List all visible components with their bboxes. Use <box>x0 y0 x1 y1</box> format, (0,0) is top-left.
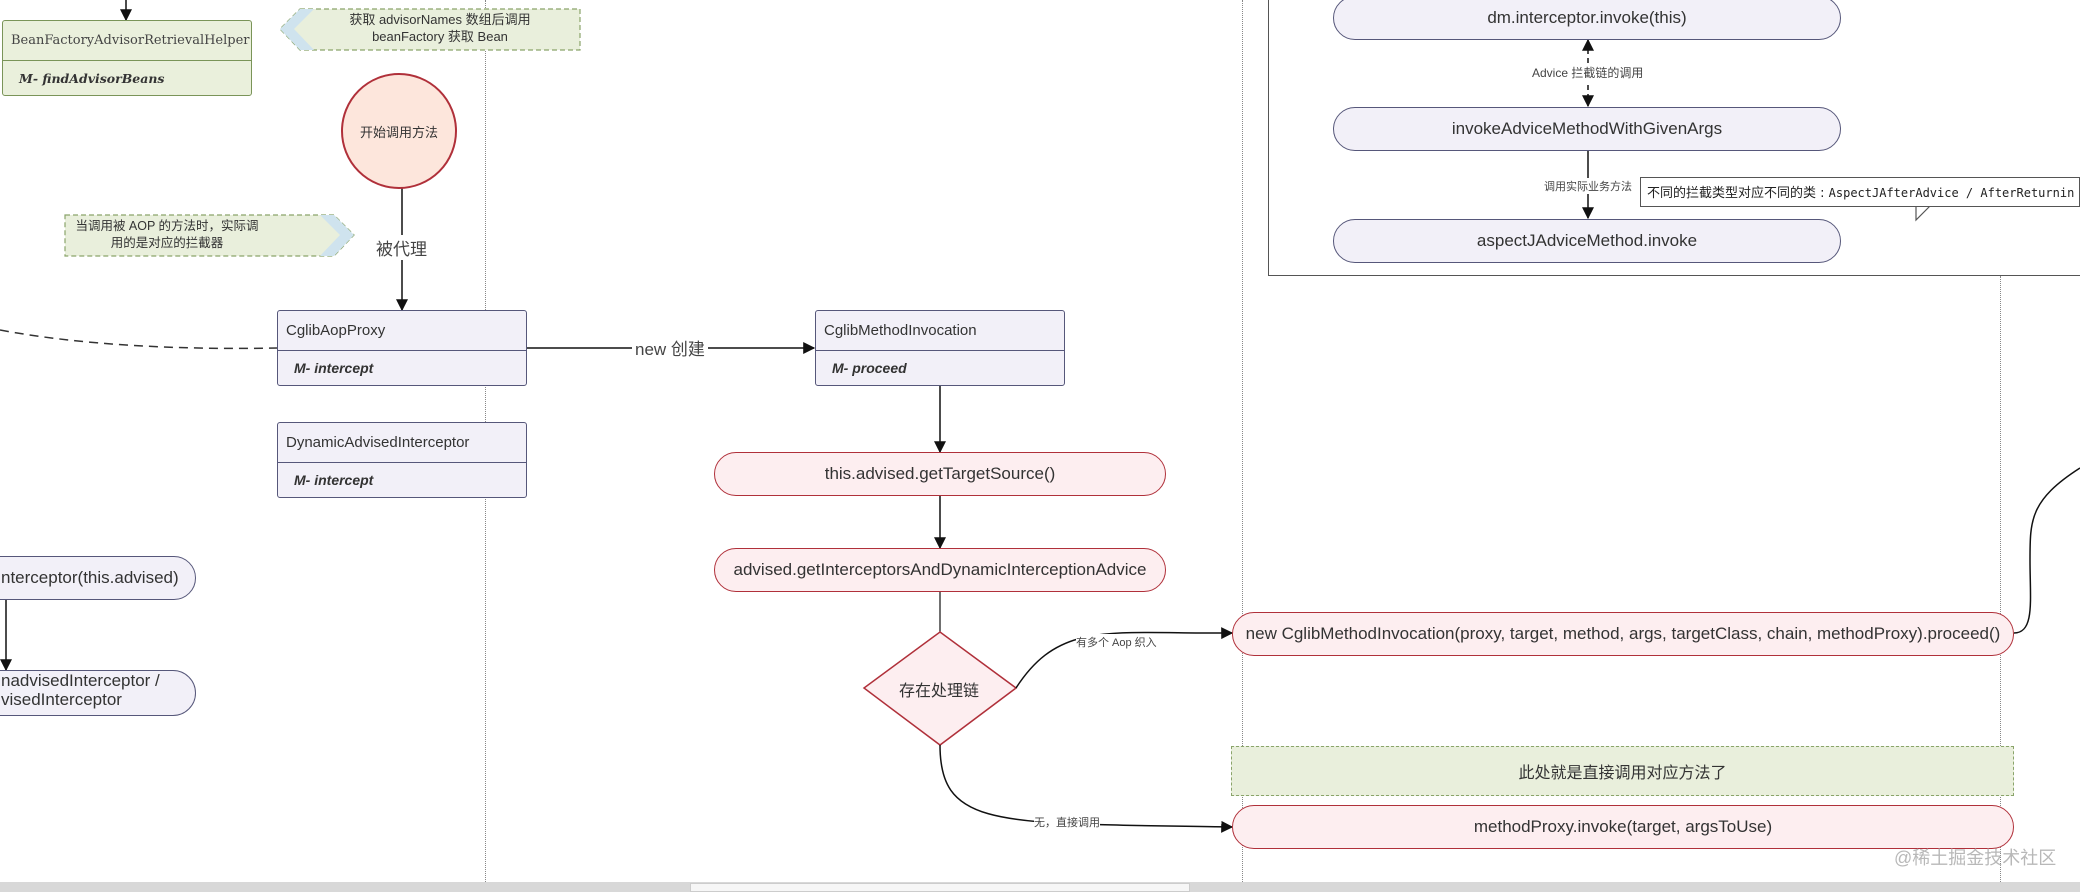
cglib-invocation-method: M- proceed <box>832 360 907 376</box>
direct-call-note: 此处就是直接调用对应方法了 <box>1231 746 2014 796</box>
left-unadvised-pill[interactable]: nadvisedInterceptor / visedInterceptor <box>0 670 196 716</box>
call-business-label: 调用实际业务方法 <box>1544 178 1632 194</box>
start-label: 开始调用方法 <box>359 124 438 140</box>
cglib-aop-proxy-name: CglibAopProxy <box>278 311 526 351</box>
new-create-label: new 创建 <box>632 335 708 360</box>
right-curve <box>2013 467 2080 634</box>
multi-aop-label: 有多个 Aop 织入 <box>1076 634 1157 650</box>
advice-group-frame <box>1268 0 2080 276</box>
no-direct-label: 无，直接调用 <box>1034 814 1100 830</box>
cglib-invocation-box[interactable]: CglibMethodInvocation M- proceed <box>815 310 1065 386</box>
callout-classes: AspectJAfterAdvice / AfterReturnin <box>1828 186 2075 200</box>
cglib-aop-proxy-method: M- intercept <box>294 360 374 376</box>
proxied-label: 被代理 <box>374 235 429 260</box>
helper-class-name: BeanFactoryAdvisorRetrievalHelper <box>3 21 251 61</box>
dynamic-interceptor-name: DynamicAdvisedInterceptor <box>278 423 526 463</box>
new-cglib-invocation-pill[interactable]: new CglibMethodInvocation(proxy, target,… <box>1232 612 2014 656</box>
interceptor-types-callout: 不同的拦截类型对应不同的类 : AspectJAfterAdvice / Aft… <box>1640 177 2080 207</box>
method-proxy-invoke-pill[interactable]: methodProxy.invoke(target, argsToUse) <box>1232 805 2014 849</box>
callout-text: 不同的拦截类型对应不同的类 : <box>1647 186 1825 201</box>
scrollbar-thumb[interactable] <box>690 883 1190 892</box>
dynamic-interceptor-method: M- intercept <box>294 472 374 488</box>
get-interceptors-pill[interactable]: advised.getInterceptorsAndDynamicInterce… <box>714 548 1166 592</box>
aspectj-invoke-pill[interactable]: aspectJAdviceMethod.invoke <box>1333 219 1841 263</box>
arrow-diamond-to-method-proxy <box>939 744 1234 833</box>
left-interceptor-pill[interactable]: nterceptor(this.advised) <box>0 556 196 600</box>
callout-pointer <box>1915 205 1931 222</box>
lane-divider-2 <box>1242 0 1243 882</box>
watermark: @稀土掘金技术社区 <box>1894 848 2057 868</box>
has-chain-label: 存在处理链 <box>899 683 980 700</box>
advisor-note-shape <box>279 8 581 51</box>
advice-chain-label: Advice 拦截链的调用 <box>1530 64 1646 81</box>
left-unadvised-line1: nadvisedInterceptor / <box>1 671 160 690</box>
cglib-invocation-name: CglibMethodInvocation <box>816 311 1064 351</box>
dashed-curve-to-proxy <box>0 329 279 350</box>
aop-note: 当调用被 AOP 的方法时，实际调用的是对应的拦截器 <box>75 219 259 250</box>
dm-invoke-pill[interactable]: dm.interceptor.invoke(this) <box>1333 0 1841 40</box>
get-target-source-pill[interactable]: this.advised.getTargetSource() <box>714 452 1166 496</box>
helper-method: M- findAdvisorBeans <box>19 70 165 86</box>
invoke-given-args-pill[interactable]: invokeAdviceMethodWithGivenArgs <box>1333 107 1841 151</box>
start-circle[interactable]: 开始调用方法 <box>341 73 457 189</box>
dynamic-interceptor-box[interactable]: DynamicAdvisedInterceptor M- intercept <box>277 422 527 498</box>
left-unadvised-line2: visedInterceptor <box>1 690 122 709</box>
lane-divider-3 <box>2000 276 2001 882</box>
advisor-note: 获取 advisorNames 数组后调用 beanFactory 获取 Bea… <box>349 12 531 44</box>
cglib-aop-proxy-box[interactable]: CglibAopProxy M- intercept <box>277 310 527 386</box>
aop-note-shape <box>64 214 355 257</box>
helper-class-box[interactable]: BeanFactoryAdvisorRetrievalHelper M- fin… <box>2 20 252 96</box>
